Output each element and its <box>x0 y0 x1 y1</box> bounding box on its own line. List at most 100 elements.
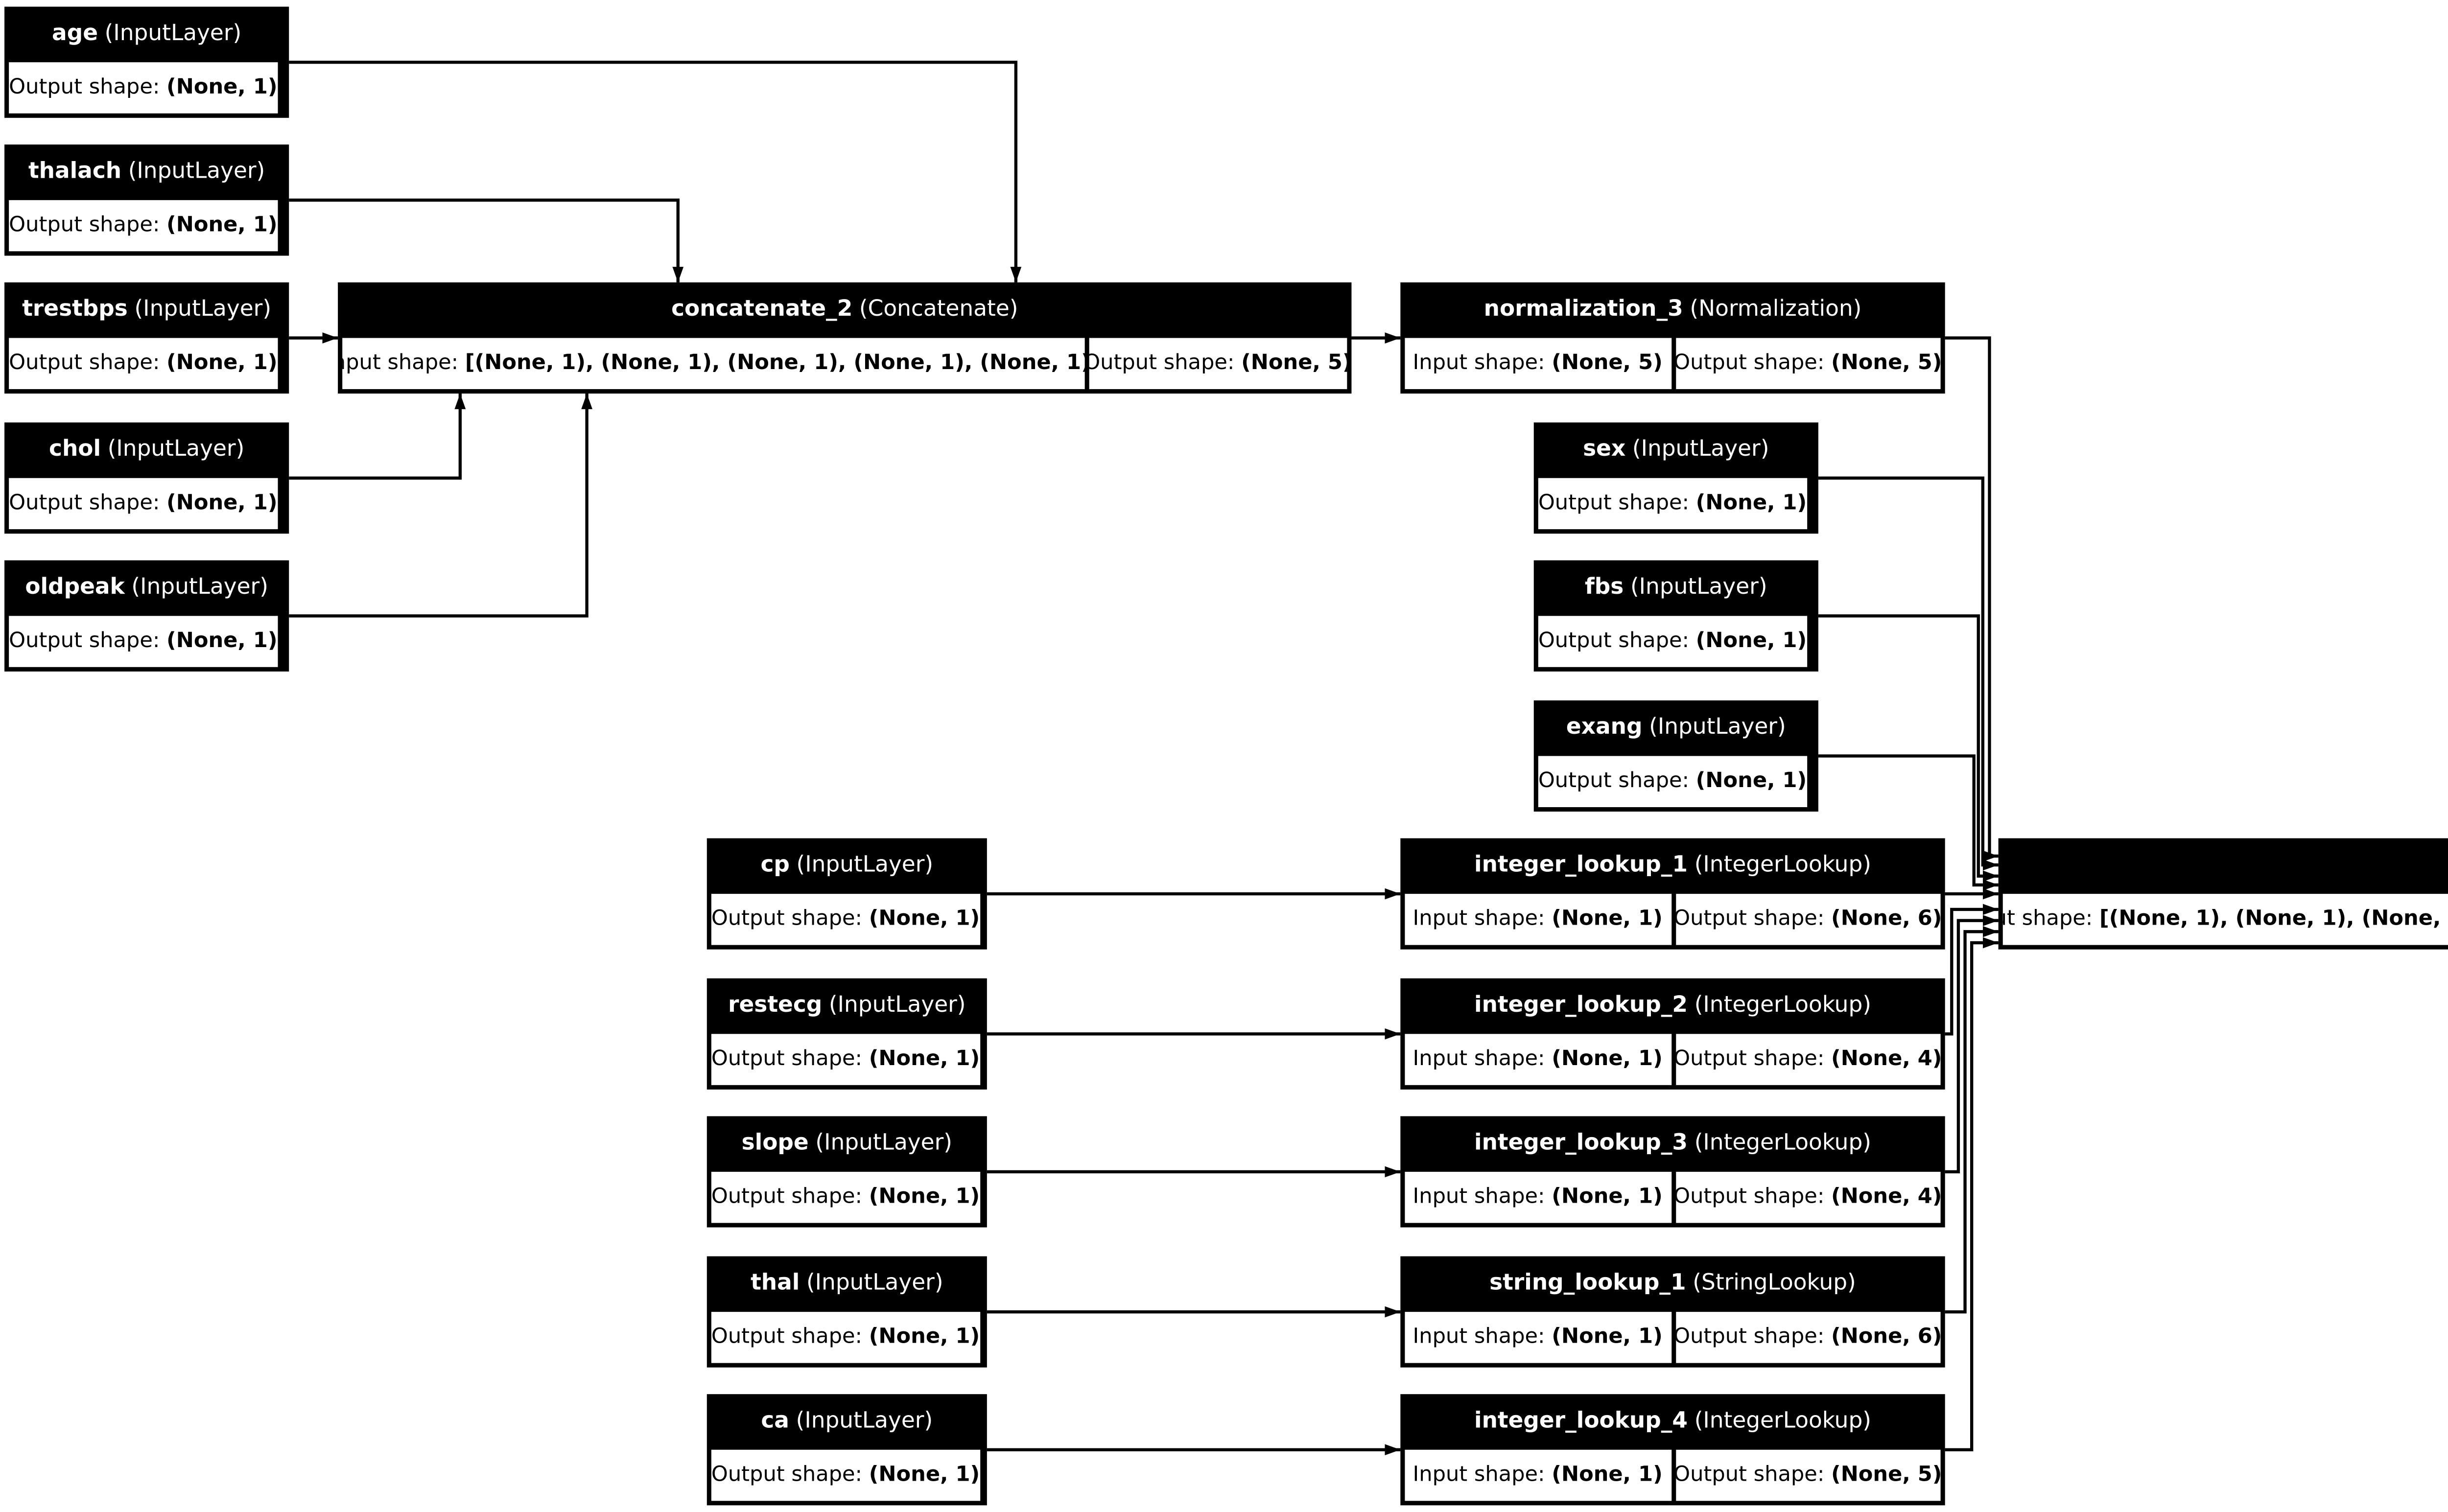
layer-slope-output-shape-cell: Output shape: (None, 1) <box>711 1171 980 1223</box>
layer-age-header: age (InputLayer) <box>4 7 289 63</box>
output-shape-label: Output shape: <box>1088 351 1235 376</box>
output-shape-value: (None, 1) <box>869 907 980 932</box>
output-shape-value: (None, 4) <box>1831 1047 1941 1072</box>
input-shape-label: Input shape: <box>1412 1185 1545 1210</box>
output-shape-label: Output shape: <box>1675 1463 1825 1488</box>
layer-name: normalization_3 <box>1483 298 1683 323</box>
output-shape-label: Output shape: <box>711 907 863 932</box>
output-shape-label: Output shape: <box>711 1325 863 1350</box>
layer-string_lookup_1-input-shape-cell: Input shape: (None, 1) <box>1405 1312 1671 1363</box>
layer-type: (InputLayer) <box>796 1410 933 1434</box>
layer-sex: sex (InputLayer) Output shape: (None, 1) <box>1533 422 1818 534</box>
layer-string_lookup_1-header: string_lookup_1 (StringLookup) <box>1400 1256 1945 1312</box>
layer-name: integer_lookup_3 <box>1474 1132 1688 1157</box>
output-shape-value: (None, 1) <box>869 1047 980 1072</box>
layer-concatenate_3-input-shape-cell: Input shape: [(None, 1), (None, 1), (Non… <box>2002 894 2448 945</box>
input-shape-value: [(None, 1), (None, 1), (None, 1), (None,… <box>2099 907 2448 932</box>
input-shape-label: Input shape: <box>342 351 459 376</box>
input-shape-value: (None, 1) <box>1552 1185 1663 1210</box>
layer-name: thal <box>751 1272 800 1297</box>
output-shape-label: Output shape: <box>9 629 160 654</box>
output-shape-label: Output shape: <box>1538 491 1690 516</box>
layer-name: trestbps <box>22 298 128 323</box>
layer-type: (InputLayer) <box>104 22 242 47</box>
output-shape-label: Output shape: <box>711 1185 863 1210</box>
output-shape-value: (None, 5) <box>1241 351 1347 376</box>
input-shape-value: [(None, 1), (None, 1), (None, 1), (None,… <box>465 351 1084 376</box>
output-shape-value: (None, 1) <box>869 1463 980 1488</box>
layer-cp: cp (InputLayer) Output shape: (None, 1) <box>706 838 987 950</box>
layer-chol-header: chol (InputLayer) <box>4 422 289 478</box>
edge-thalach-concatenate_2 <box>289 198 684 282</box>
edge-age-concatenate_2 <box>289 61 1022 282</box>
layer-type: (InputLayer) <box>128 160 265 185</box>
layer-exang: exang (InputLayer) Output shape: (None, … <box>1533 700 1818 812</box>
output-shape-label: Output shape: <box>1538 629 1690 654</box>
input-shape-label: Input shape: <box>1412 1047 1545 1072</box>
output-shape-label: Output shape: <box>711 1047 863 1072</box>
layer-type: (InputLayer) <box>796 854 934 879</box>
output-shape-label: Output shape: <box>1675 1325 1825 1350</box>
layer-type: (Normalization) <box>1690 298 1862 323</box>
layer-concatenate_2-output-shape-cell: Output shape: (None, 5) <box>1088 338 1347 389</box>
layer-name: cp <box>760 854 790 879</box>
layer-name: ca <box>761 1410 789 1434</box>
layer-fbs-output-shape-cell: Output shape: (None, 1) <box>1538 616 1807 667</box>
layer-integer_lookup_1-header: integer_lookup_1 (IntegerLookup) <box>1400 838 1945 894</box>
output-shape-value: (None, 1) <box>869 1325 980 1350</box>
layer-fbs-header: fbs (InputLayer) <box>1534 560 1818 616</box>
layer-cp-output-shape-cell: Output shape: (None, 1) <box>711 894 980 945</box>
layer-integer_lookup_3-input-shape-cell: Input shape: (None, 1) <box>1405 1171 1671 1223</box>
output-shape-label: Output shape: <box>9 75 160 100</box>
input-shape-label: Input shape: <box>1412 1325 1545 1350</box>
layer-chol-output-shape-cell: Output shape: (None, 1) <box>9 478 278 530</box>
layer-integer_lookup_1-output-shape-cell: Output shape: (None, 6) <box>1675 894 1941 945</box>
layer-integer_lookup_4-header: integer_lookup_4 (IntegerLookup) <box>1400 1394 1945 1450</box>
layer-restecg: restecg (InputLayer) Output shape: (None… <box>706 978 987 1090</box>
layer-name: concatenate_2 <box>671 298 853 323</box>
layer-chol: chol (InputLayer) Output shape: (None, 1… <box>4 422 289 534</box>
layer-restecg-output-shape-cell: Output shape: (None, 1) <box>711 1034 980 1085</box>
layer-name: integer_lookup_4 <box>1474 1410 1688 1434</box>
layer-age-output-shape-cell: Output shape: (None, 1) <box>9 62 278 114</box>
input-shape-value: (None, 1) <box>1552 1463 1663 1488</box>
output-shape-value: (None, 5) <box>1831 1463 1941 1488</box>
layer-slope-header: slope (InputLayer) <box>707 1116 987 1172</box>
output-shape-label: Output shape: <box>9 351 160 376</box>
layer-concatenate_3-header: concatenate_3 (Concatenate) <box>1999 838 2448 894</box>
layer-name: age <box>52 22 98 47</box>
layer-name: integer_lookup_1 <box>1474 854 1688 879</box>
layer-concatenate_3: concatenate_3 (Concatenate) Input shape:… <box>1998 838 2448 950</box>
layer-trestbps-header: trestbps (InputLayer) <box>4 282 289 338</box>
output-shape-value: (None, 1) <box>869 1185 980 1210</box>
layer-type: (InputLayer) <box>1649 716 1786 741</box>
layer-name: integer_lookup_2 <box>1474 994 1688 1019</box>
layer-thalach-header: thalach (InputLayer) <box>4 144 289 200</box>
layer-trestbps: trestbps (InputLayer) Output shape: (Non… <box>4 282 289 394</box>
layer-integer_lookup_4: integer_lookup_4 (IntegerLookup) Input s… <box>1400 1394 1945 1506</box>
layer-concatenate_2-input-shape-cell: Input shape: [(None, 1), (None, 1), (Non… <box>342 338 1084 389</box>
layer-age: age (InputLayer) Output shape: (None, 1) <box>4 6 289 118</box>
layer-integer_lookup_3-header: integer_lookup_3 (IntegerLookup) <box>1400 1116 1945 1172</box>
input-shape-value: (None, 1) <box>1552 1047 1663 1072</box>
layer-ca: ca (InputLayer) Output shape: (None, 1) <box>706 1394 987 1506</box>
layer-type: (InputLayer) <box>131 576 268 601</box>
layer-integer_lookup_3: integer_lookup_3 (IntegerLookup) Input s… <box>1400 1116 1945 1228</box>
layer-type: (IntegerLookup) <box>1694 1410 1871 1434</box>
layer-integer_lookup_1-input-shape-cell: Input shape: (None, 1) <box>1405 894 1671 945</box>
layer-integer_lookup_4-output-shape-cell: Output shape: (None, 5) <box>1675 1449 1941 1501</box>
edge-fbs-concatenate_3 <box>1818 614 1999 882</box>
layer-type: (IntegerLookup) <box>1694 1132 1871 1157</box>
layer-integer_lookup_3-output-shape-cell: Output shape: (None, 4) <box>1675 1171 1941 1223</box>
layer-string_lookup_1: string_lookup_1 (StringLookup) Input sha… <box>1400 1256 1945 1368</box>
layer-integer_lookup_4-input-shape-cell: Input shape: (None, 1) <box>1405 1449 1671 1501</box>
layer-integer_lookup_2-output-shape-cell: Output shape: (None, 4) <box>1675 1034 1941 1085</box>
layer-name: sex <box>1583 438 1626 463</box>
output-shape-value: (None, 5) <box>1831 351 1941 376</box>
output-shape-label: Output shape: <box>1675 351 1825 376</box>
layer-type: (InputLayer) <box>828 994 966 1019</box>
layer-name: fbs <box>1585 576 1624 601</box>
layer-type: (IntegerLookup) <box>1694 854 1871 879</box>
edge-string_lookup_1-concatenate_3 <box>1945 926 1999 1314</box>
